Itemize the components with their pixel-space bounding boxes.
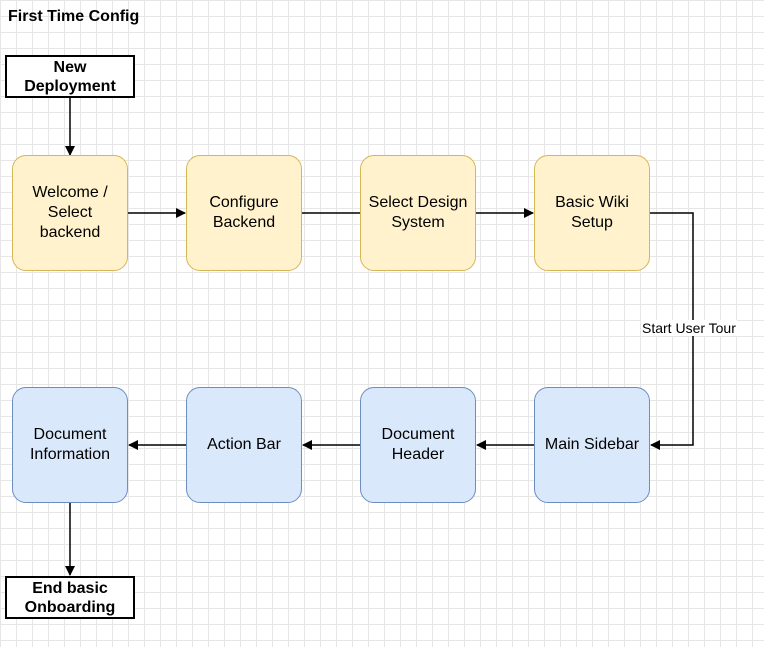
node-configure-backend[interactable]: Configure Backend: [186, 155, 302, 271]
node-configure-backend-label: Configure Backend: [209, 194, 279, 231]
node-document-information[interactable]: Document Information: [12, 387, 128, 503]
node-main-sidebar-label: Main Sidebar: [544, 436, 640, 453]
node-action-bar[interactable]: Action Bar: [186, 387, 302, 503]
node-select-design-system[interactable]: Select Design System: [360, 155, 476, 271]
node-welcome-label: Welcome / Select backend: [32, 184, 108, 241]
node-select-design-label: Select Design System: [368, 194, 468, 231]
node-basic-wiki-setup[interactable]: Basic Wiki Setup: [534, 155, 650, 271]
node-action-bar-label: Action Bar: [207, 436, 281, 453]
diagram-title: First Time Config: [8, 8, 140, 25]
node-welcome-select-backend[interactable]: Welcome / Select backend: [12, 155, 128, 271]
node-document-information-label: Document Information: [29, 426, 111, 463]
node-basic-wiki-label: Basic Wiki Setup: [555, 194, 629, 231]
node-end-onboarding-label: End basic Onboarding: [24, 579, 116, 616]
node-new-deployment-label: New Deployment: [24, 58, 116, 95]
node-document-header[interactable]: Document Header: [360, 387, 476, 503]
node-document-header-label: Document Header: [381, 426, 455, 463]
node-new-deployment[interactable]: New Deployment: [5, 55, 135, 98]
node-end-basic-onboarding[interactable]: End basic Onboarding: [5, 576, 135, 619]
node-main-sidebar[interactable]: Main Sidebar: [534, 387, 650, 503]
edge-label-start-user-tour: Start User Tour: [641, 320, 737, 336]
